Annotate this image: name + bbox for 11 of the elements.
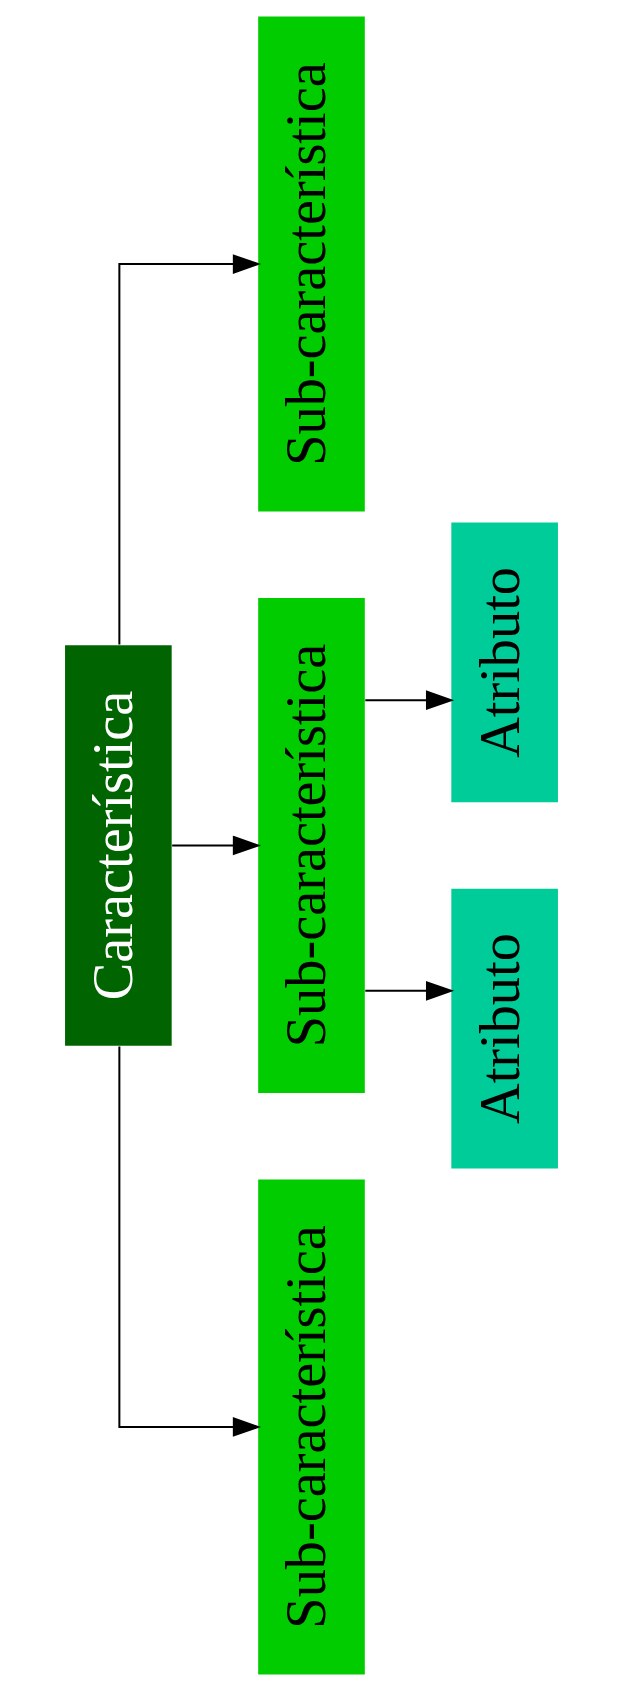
arrow — [364, 690, 454, 710]
arrow — [364, 981, 454, 1001]
node-box: Atributo — [450, 888, 558, 1169]
node-box: Sub-característica — [257, 1179, 365, 1675]
arrow — [117, 1046, 261, 1437]
node-box: Sub-característica — [257, 598, 365, 1093]
node-box: Atributo — [450, 522, 558, 803]
arrow — [117, 254, 261, 645]
arrow — [171, 835, 261, 856]
node-box: Sub-característica — [257, 16, 365, 512]
node-box: Característica — [64, 645, 172, 1046]
